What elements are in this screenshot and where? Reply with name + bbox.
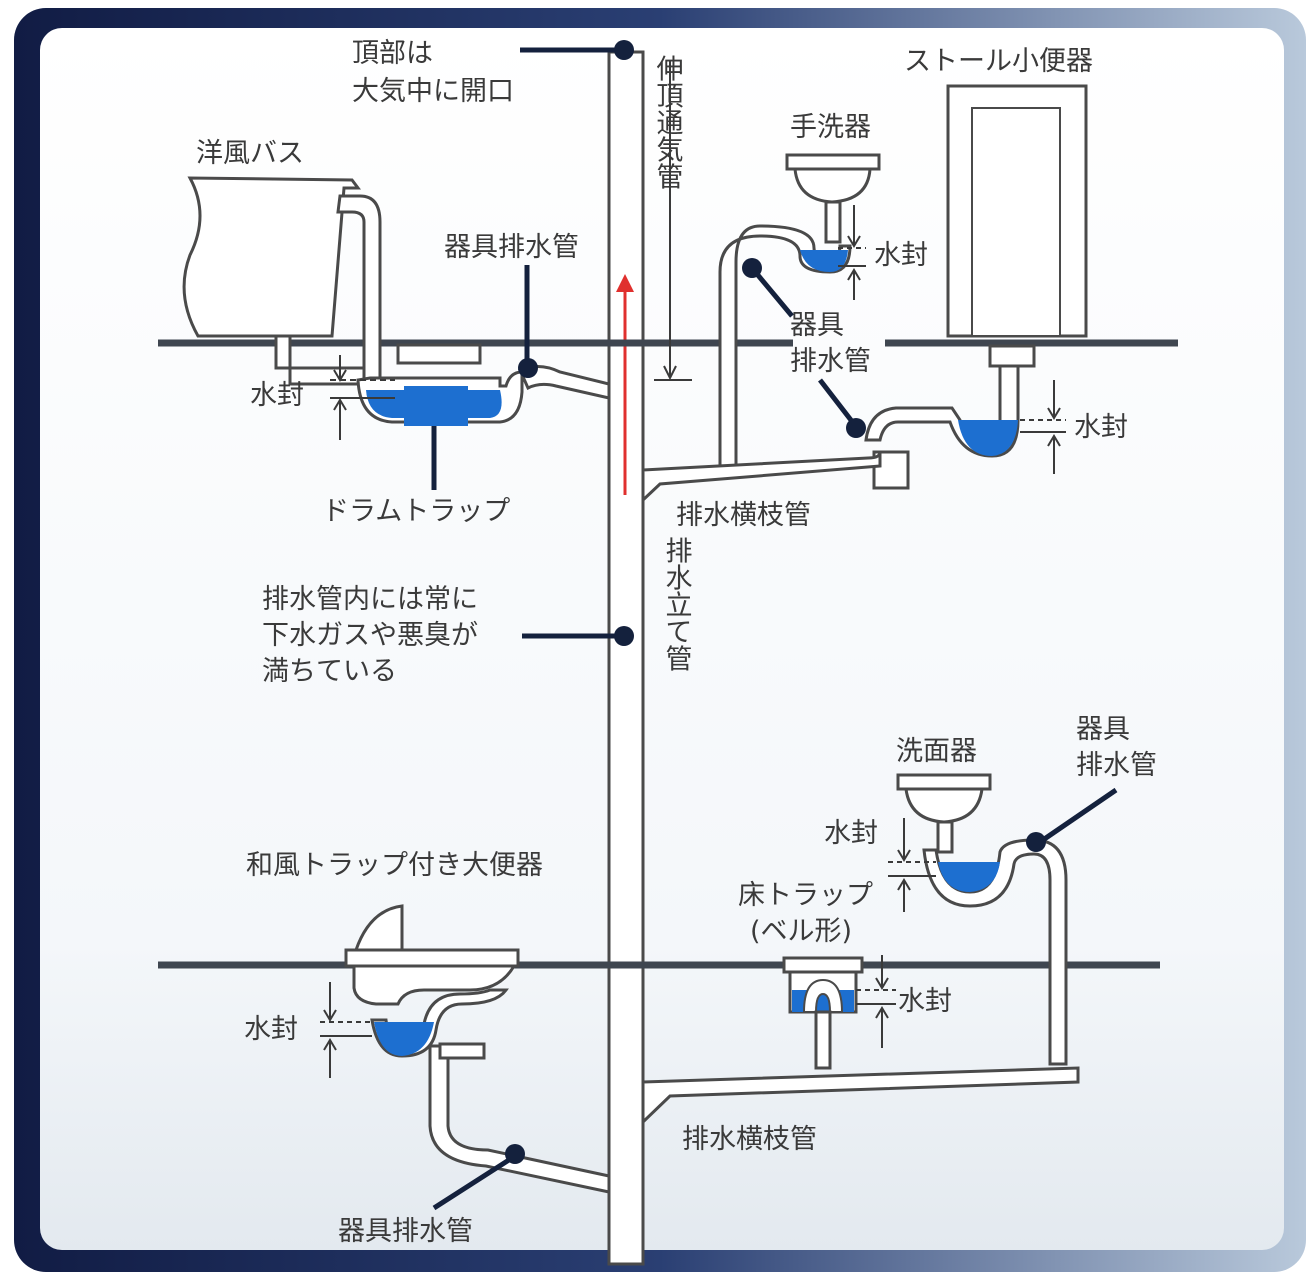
western-bath [182,176,382,390]
label-stall-urinal: ストール小便器 [904,46,1093,77]
vent-flow-arrow [616,274,634,495]
label-floor-trap-2: (ベル形) [750,916,852,947]
hand-seal-dimension [838,205,866,300]
basin-seal-dimension [888,818,936,912]
floor-trap [782,956,864,1070]
toilet-seal-dimension [320,982,372,1078]
wash-basin [896,773,1068,1066]
label-fixture-drain-basin-1: 器具 [1076,714,1130,745]
label-fixture-drain-basin-2: 排水管 [1076,750,1157,781]
label-japanese-toilet: 和風トラップ付き大便器 [246,850,543,881]
label-water-seal-hand: 水封 [874,240,928,271]
label-floor-trap-1: 床トラップ [738,880,873,911]
label-gas-note-3: 満ちている [262,656,397,687]
label-horizontal-branch-top: 排水横枝管 [676,500,811,531]
drain-stack-pipe [607,50,645,1266]
stall-urinal [864,84,1088,490]
drum-trap [356,343,611,426]
label-gas-note-2: 下水ガスや悪臭が [262,620,478,651]
label-fixture-drain-hand-1: 器具 [790,310,844,341]
label-fixture-drain-top: 器具排水管 [444,232,579,263]
label-top-open-1: 頂部は [352,38,433,69]
label-vent-pipe: 伸頂通気管 [652,54,684,189]
label-water-seal-basin: 水封 [824,818,878,849]
label-water-seal-toilet: 水封 [244,1014,298,1045]
label-fixture-drain-hand-2: 排水管 [790,346,871,377]
urinal-seal-dimension [1020,380,1066,474]
japanese-toilet [344,904,611,1194]
label-drum-trap: ドラムトラップ [322,496,510,527]
label-water-seal-urinal: 水封 [1074,412,1128,443]
label-drain-stack: 排水立て管 [661,536,692,671]
horizontal-branch-bottom-pipe [641,1066,1080,1126]
label-water-seal-bath: 水封 [250,380,304,411]
horizontal-branch-top-pipe [641,451,882,504]
hand-wash-basin [718,153,881,472]
floor-seal-dimension [856,955,896,1048]
bath-seal-dimension [330,355,395,440]
label-fixture-drain-bottom: 器具排水管 [338,1216,473,1247]
label-water-seal-floor: 水封 [898,986,952,1017]
label-western-bath: 洋風バス [196,138,304,169]
label-horizontal-branch-bottom: 排水横枝管 [682,1124,817,1155]
label-gas-note-1: 排水管内には常に [262,584,478,615]
label-top-open-2: 大気中に開口 [352,76,514,107]
label-wash-basin: 洗面器 [896,736,977,767]
label-hand-wash: 手洗器 [790,112,871,143]
